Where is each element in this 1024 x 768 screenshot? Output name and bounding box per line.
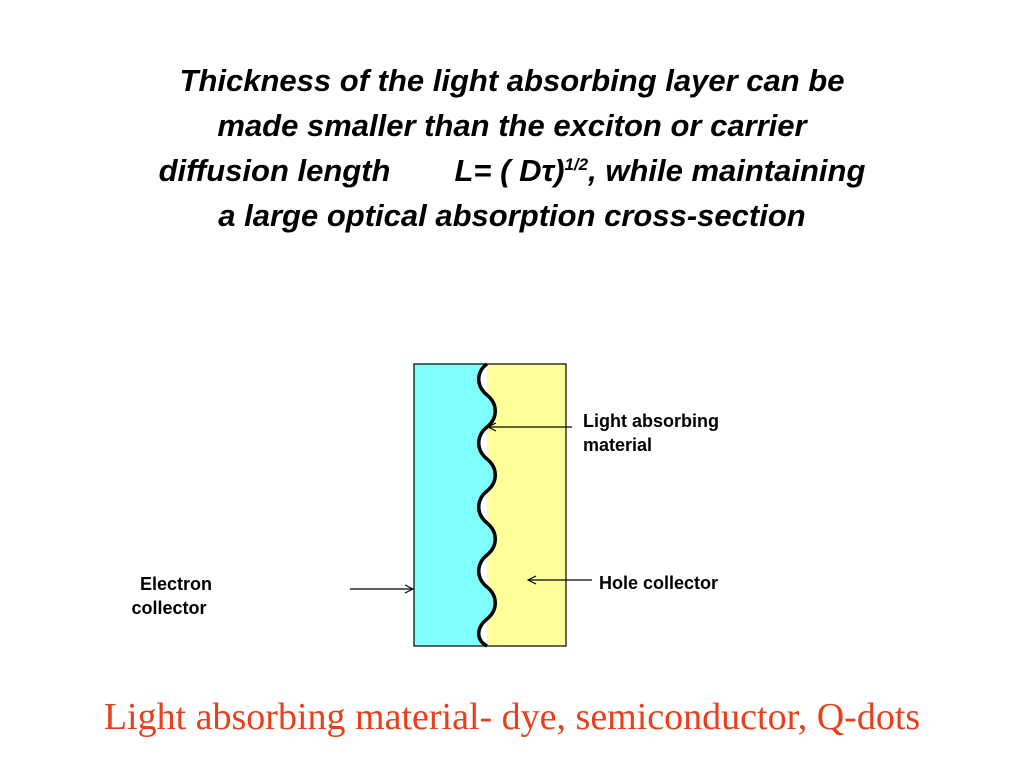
light-absorbing-interface: [477, 362, 497, 648]
title-line-3: diffusion length L= ( Dτ)1/2, while maint…: [40, 148, 984, 193]
electron-collector-label: Electron collector: [126, 572, 213, 620]
title-line-4: a large optical absorption cross-section: [218, 198, 806, 233]
hole-collector-region: [487, 364, 566, 646]
formula-close-paren: ): [554, 153, 565, 188]
device-outline: [413, 363, 567, 647]
electron-collector-region: [414, 364, 496, 646]
formula-prefix: L= ( D: [454, 153, 542, 188]
slide-title: Thickness of the light absorbing layer c…: [40, 58, 984, 238]
light-absorbing-label-line-1: Light absorbing: [583, 411, 719, 431]
electron-label-line-1: Electron: [140, 574, 213, 594]
light-absorbing-material-label: Light absorbing material: [583, 409, 719, 457]
light-absorbing-label-line-2: material: [583, 435, 653, 455]
formula-tau-symbol: τ: [541, 153, 555, 188]
electron-label-line-2: collector: [131, 598, 207, 618]
title-line-3-start: diffusion length: [158, 153, 391, 188]
footer-caption: Light absorbing material- dye, semicondu…: [103, 696, 921, 738]
title-line-1: Thickness of the light absorbing layer c…: [179, 63, 845, 98]
title-line-3-end: , while maintaining: [588, 153, 866, 188]
hole-collector-label: Hole collector: [599, 573, 719, 593]
formula-exponent: 1/2: [564, 155, 589, 174]
title-line-2: made smaller than the exciton or carrier: [217, 108, 807, 143]
diffusion-length-formula: L= ( Dτ)1/2: [454, 153, 588, 188]
